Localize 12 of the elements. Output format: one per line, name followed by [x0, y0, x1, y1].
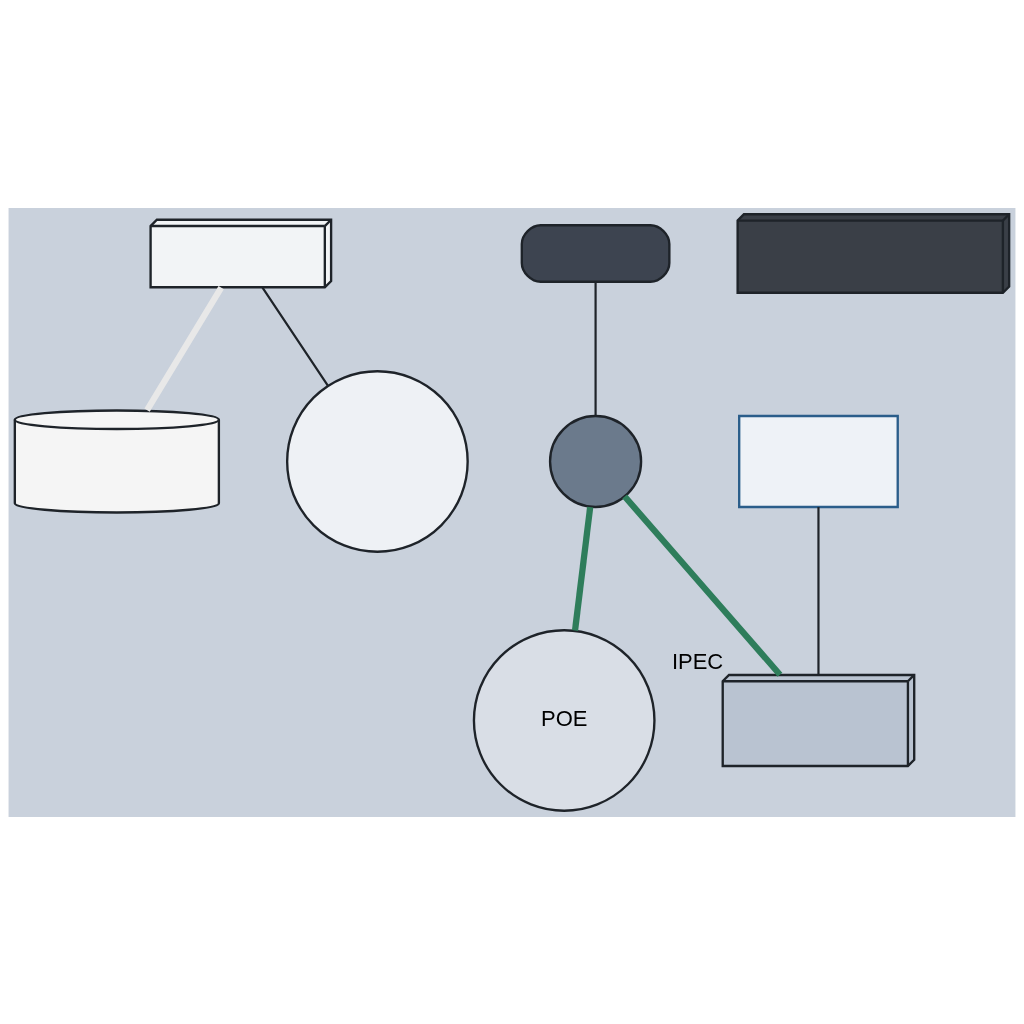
connector	[622, 493, 783, 677]
node-label: IPEC	[671, 648, 724, 674]
connector	[261, 286, 329, 386]
node-box	[520, 223, 671, 283]
connector	[144, 285, 224, 412]
connector	[571, 506, 594, 631]
connector	[594, 281, 597, 416]
node-circle	[286, 369, 469, 553]
node-circle: POE	[472, 628, 656, 812]
node-circle	[548, 414, 643, 508]
connector	[817, 506, 820, 675]
node-box	[738, 414, 899, 508]
